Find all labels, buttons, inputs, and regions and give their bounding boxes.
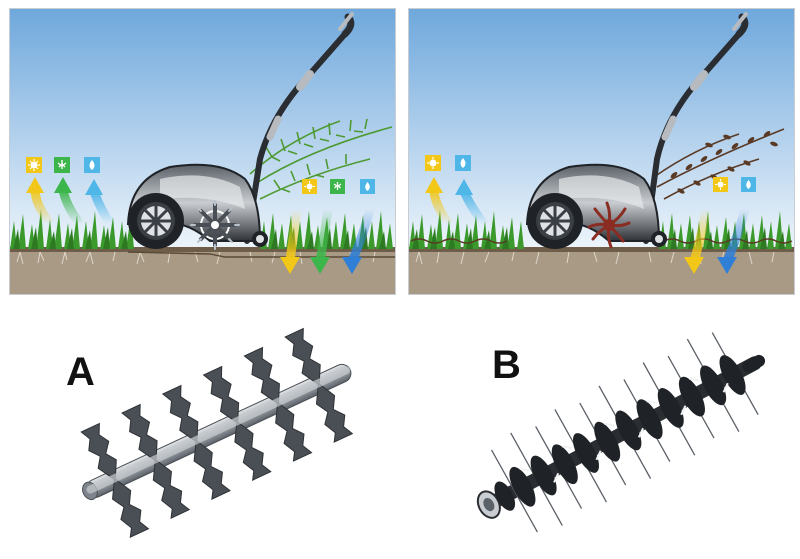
sun-icon (713, 177, 728, 192)
soil-layer (409, 249, 794, 294)
sun-icon (302, 179, 317, 194)
scarifier-blade-roller (20, 318, 400, 554)
label-b: B (492, 343, 521, 387)
aerator-tine-rotor (587, 201, 631, 249)
panel-aerator-scene (408, 8, 795, 295)
aerator-machine (525, 12, 749, 249)
scarifier-blade-roller-illustration (80, 327, 354, 539)
water-drop-icon (741, 177, 756, 192)
water-drop-icon (84, 157, 100, 173)
incoming-nutrient-arrows (425, 177, 488, 227)
absorbed-nutrient-arrows (684, 207, 750, 274)
water-drop-icon (455, 155, 471, 171)
scarifier-machine (126, 12, 355, 250)
label-a: A (66, 350, 95, 394)
aerator-tine-roller (430, 318, 800, 554)
incoming-nutrient-arrows (26, 177, 114, 227)
thatch-layer (410, 238, 793, 244)
scarifier-blade-rotor (190, 200, 240, 250)
soil-layer (10, 249, 395, 294)
fertilizer-icon (54, 157, 70, 173)
sun-icon (425, 155, 441, 171)
water-drop-icon (360, 179, 375, 194)
scarifier-scene-illustration (10, 9, 395, 294)
panel-scarifier-scene (9, 8, 396, 295)
sun-icon (26, 157, 42, 173)
fertilizer-icon (330, 179, 345, 194)
aerator-tine-roller-illustration (476, 332, 766, 533)
aerator-scene-illustration (409, 9, 794, 294)
absorbed-nutrient-arrows (280, 207, 375, 274)
